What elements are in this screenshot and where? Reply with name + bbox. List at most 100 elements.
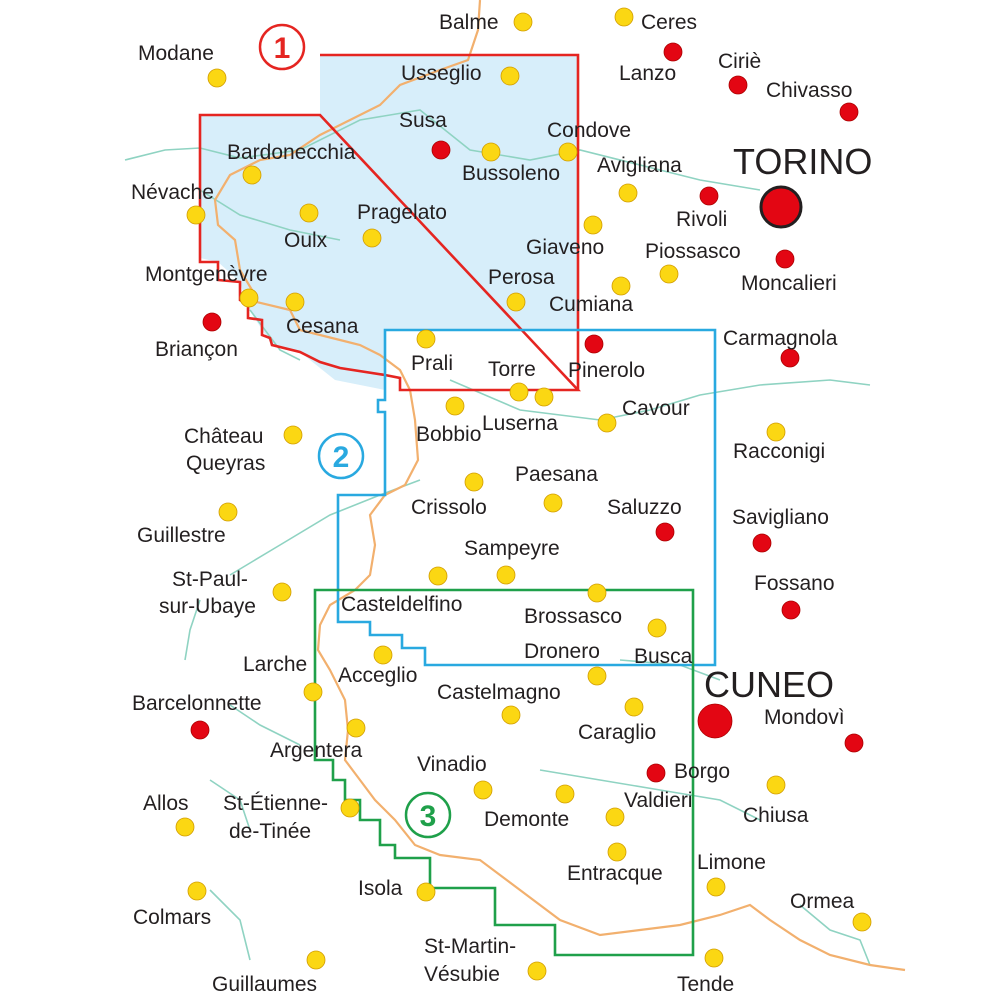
marker-casteldelfino[interactable]: [428, 566, 448, 586]
label-chiusa[interactable]: Chiusa: [743, 804, 809, 827]
marker-torino[interactable]: [759, 185, 803, 229]
marker-tende[interactable]: [704, 948, 724, 968]
label-cesana[interactable]: Cesana: [286, 315, 359, 338]
label-giaveno[interactable]: Giaveno: [526, 236, 604, 259]
marker-st-etienne[interactable]: [340, 798, 360, 818]
marker-perosa[interactable]: [506, 292, 526, 312]
marker-mondovi[interactable]: [844, 733, 864, 753]
marker-condove[interactable]: [558, 142, 578, 162]
marker-avigliana[interactable]: [618, 183, 638, 203]
label-limone[interactable]: Limone: [697, 851, 766, 874]
marker-cuneo[interactable]: [697, 703, 733, 739]
label-isola[interactable]: Isola: [358, 877, 403, 900]
marker-torre[interactable]: [509, 382, 529, 402]
marker-caraglio[interactable]: [624, 697, 644, 717]
label-st-martin[interactable]: St-Martin-: [424, 935, 516, 958]
label-balme[interactable]: Balme: [439, 11, 499, 34]
label-brossasco[interactable]: Brossasco: [524, 605, 622, 628]
region-2-border[interactable]: [336, 328, 717, 667]
marker-chateau-queyras[interactable]: [283, 425, 303, 445]
label-briancon[interactable]: Briançon: [155, 338, 238, 361]
marker-bobbio[interactable]: [445, 396, 465, 416]
label-pragelato[interactable]: Pragelato: [357, 201, 447, 224]
label-st-etienne[interactable]: St-Étienne-: [223, 792, 328, 815]
label-usseglio[interactable]: Usseglio: [401, 62, 482, 85]
marker-moncalieri[interactable]: [775, 249, 795, 269]
label-demonte[interactable]: Demonte: [484, 808, 569, 831]
marker-barcelonnette[interactable]: [190, 720, 210, 740]
marker-oulx[interactable]: [299, 203, 319, 223]
label-sampeyre[interactable]: Sampeyre: [464, 537, 560, 560]
label-caraglio[interactable]: Caraglio: [578, 721, 656, 744]
marker-racconigi[interactable]: [766, 422, 786, 442]
marker-st-martin[interactable]: [527, 961, 547, 981]
marker-savigliano[interactable]: [752, 533, 772, 553]
label-torino[interactable]: TORINO: [733, 141, 872, 182]
label-busca[interactable]: Busca: [634, 645, 693, 668]
marker-paesana[interactable]: [543, 493, 563, 513]
marker-limone[interactable]: [706, 877, 726, 897]
label-cavour[interactable]: Cavour: [622, 397, 690, 420]
marker-acceglio[interactable]: [373, 645, 393, 665]
label-lanzo[interactable]: Lanzo: [619, 62, 676, 85]
label-fossano[interactable]: Fossano: [754, 572, 835, 595]
label-cumiana[interactable]: Cumiana: [549, 293, 633, 316]
label-bussoleno[interactable]: Bussoleno: [462, 162, 560, 185]
marker-isola[interactable]: [416, 882, 436, 902]
marker-rivoli[interactable]: [699, 186, 719, 206]
marker-crissolo[interactable]: [464, 472, 484, 492]
marker-brossasco[interactable]: [587, 583, 607, 603]
label-casteldelfino[interactable]: Casteldelfino: [341, 593, 462, 616]
marker-balme[interactable]: [513, 12, 533, 32]
label-borgo[interactable]: Borgo: [674, 760, 730, 783]
label-ormea[interactable]: Ormea: [790, 890, 855, 913]
label-valdieri[interactable]: Valdieri: [624, 789, 692, 812]
label-st-paul[interactable]: St-Paul-: [172, 568, 248, 591]
label-bobbio[interactable]: Bobbio: [416, 423, 481, 446]
marker-vinadio[interactable]: [473, 780, 493, 800]
marker-ormea[interactable]: [852, 912, 872, 932]
label-guillaumes[interactable]: Guillaumes: [212, 973, 317, 996]
label-crissolo[interactable]: Crissolo: [411, 496, 487, 519]
label-piossasco[interactable]: Piossasco: [645, 240, 741, 263]
label-modane[interactable]: Modane: [138, 42, 214, 65]
marker-colmars[interactable]: [187, 881, 207, 901]
marker-pragelato[interactable]: [362, 228, 382, 248]
label-entracque[interactable]: Entracque: [567, 862, 663, 885]
marker-larche[interactable]: [303, 682, 323, 702]
marker-chiusa[interactable]: [766, 775, 786, 795]
marker-st-paul[interactable]: [272, 582, 292, 602]
label-pinerolo[interactable]: Pinerolo: [568, 359, 645, 382]
label-susa[interactable]: Susa: [399, 109, 447, 132]
region-3-border[interactable]: [313, 588, 695, 957]
label-cirie[interactable]: Ciriè: [718, 50, 761, 73]
label-colmars[interactable]: Colmars: [133, 906, 211, 929]
marker-pinerolo[interactable]: [584, 334, 604, 354]
label-acceglio[interactable]: Acceglio: [338, 664, 417, 687]
marker-busca[interactable]: [647, 618, 667, 638]
marker-briancon[interactable]: [202, 312, 222, 332]
marker-cumiana[interactable]: [611, 276, 631, 296]
marker-prali[interactable]: [416, 329, 436, 349]
marker-susa[interactable]: [431, 140, 451, 160]
label-savigliano[interactable]: Savigliano: [732, 506, 829, 529]
marker-castelmagno[interactable]: [501, 705, 521, 725]
marker-piossasco[interactable]: [659, 264, 679, 284]
region-3-badge[interactable]: 3: [404, 791, 452, 839]
label-dronero[interactable]: Dronero: [524, 640, 600, 663]
label-castelmagno[interactable]: Castelmagno: [437, 681, 561, 704]
marker-entracque[interactable]: [607, 842, 627, 862]
marker-demonte[interactable]: [555, 784, 575, 804]
marker-nevache[interactable]: [186, 205, 206, 225]
label-carmagnola[interactable]: Carmagnola: [723, 327, 838, 350]
marker-cavour[interactable]: [597, 413, 617, 433]
label-nevache[interactable]: Névache: [131, 181, 214, 204]
marker-carmagnola[interactable]: [780, 348, 800, 368]
marker-bussoleno[interactable]: [481, 142, 501, 162]
marker-cesana[interactable]: [285, 292, 305, 312]
marker-saluzzo[interactable]: [655, 522, 675, 542]
region-1-border[interactable]: [198, 53, 582, 392]
label-perosa[interactable]: Perosa: [488, 266, 555, 289]
region-1-badge[interactable]: 1: [258, 23, 306, 71]
marker-sampeyre[interactable]: [496, 565, 516, 585]
